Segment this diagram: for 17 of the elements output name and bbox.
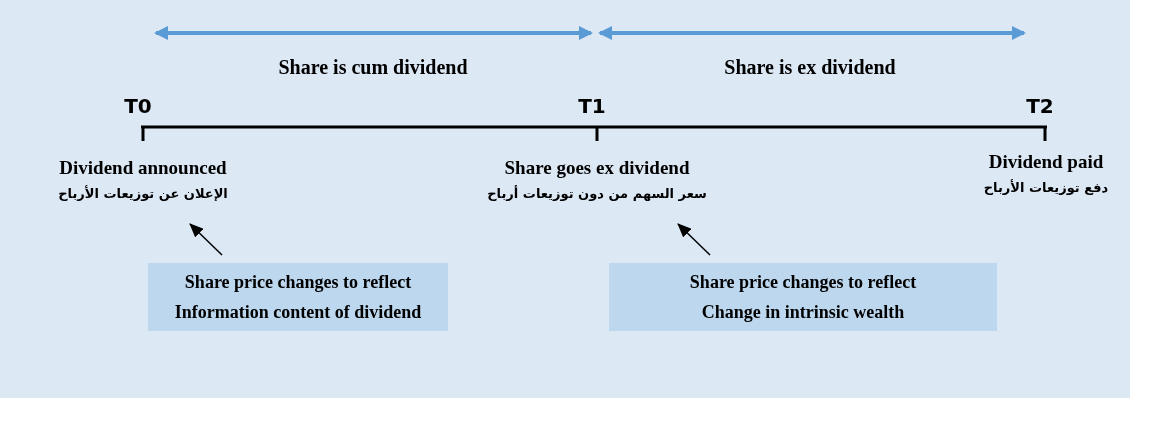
- event-label-arabic: دفع توزيعات الأرباح: [983, 179, 1109, 196]
- callout-box: [148, 263, 448, 331]
- callout-text: Share price changes to reflect Information content of dividend: [173, 271, 423, 324]
- tick-label: T2: [1025, 93, 1055, 120]
- arrow: [677, 223, 711, 256]
- callout-text: Share price changes to reflect Change in intrinsic wealth: [688, 271, 918, 324]
- event-label: Dividend paid: [988, 150, 1104, 174]
- event-label: Dividend announced: [59, 156, 227, 180]
- tick-label: T0: [123, 93, 153, 120]
- tick-label: T1: [577, 93, 607, 120]
- callout-box: [609, 263, 997, 331]
- span-label: Share is cum dividend: [277, 55, 469, 80]
- event-label-arabic: سعر السهم من دون توزيعات أرباح: [487, 185, 707, 202]
- arrow: [189, 223, 223, 256]
- event-label-arabic: الإعلان عن توزيعات الأرباح: [58, 185, 228, 202]
- event-label: Share goes ex dividend: [504, 156, 690, 180]
- span-label: Share is ex dividend: [723, 55, 897, 80]
